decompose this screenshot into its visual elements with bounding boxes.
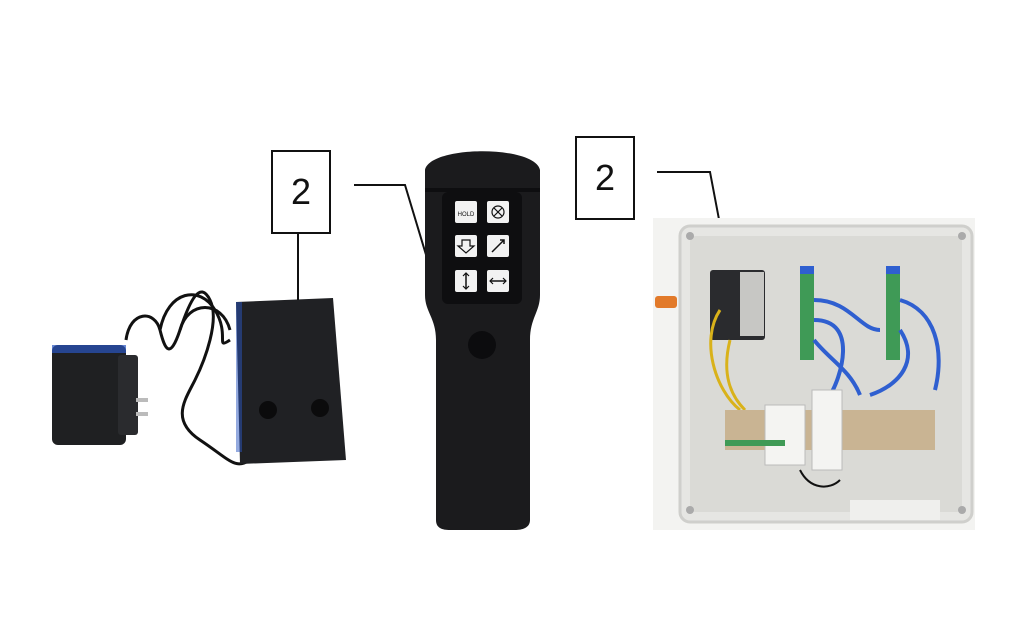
- cable-gland: [655, 296, 677, 308]
- callout-label: 2: [575, 136, 635, 220]
- mount-hole: [259, 401, 277, 419]
- hold-label: HOLD: [458, 212, 475, 218]
- control-cabinet: [653, 218, 975, 530]
- mount-hole: [311, 399, 329, 417]
- trigger-button: [468, 331, 496, 359]
- power-adapter: [52, 290, 251, 466]
- diagonal-arrow-icon: [487, 235, 509, 257]
- lamp-icon: [487, 201, 509, 223]
- handheld-remote: [425, 151, 540, 530]
- arrow-down-icon: [455, 235, 477, 257]
- horizontal-double-arrow-icon: [487, 270, 509, 292]
- keypad-buttons: HOLD: [455, 201, 509, 292]
- keypad-panel: [442, 192, 522, 304]
- vertical-double-arrow-icon: [455, 270, 477, 292]
- hold-button-icon: HOLD: [455, 201, 477, 223]
- callout-leader: [354, 184, 431, 269]
- receiver-box: [236, 298, 346, 464]
- callout-label: 2: [271, 150, 331, 234]
